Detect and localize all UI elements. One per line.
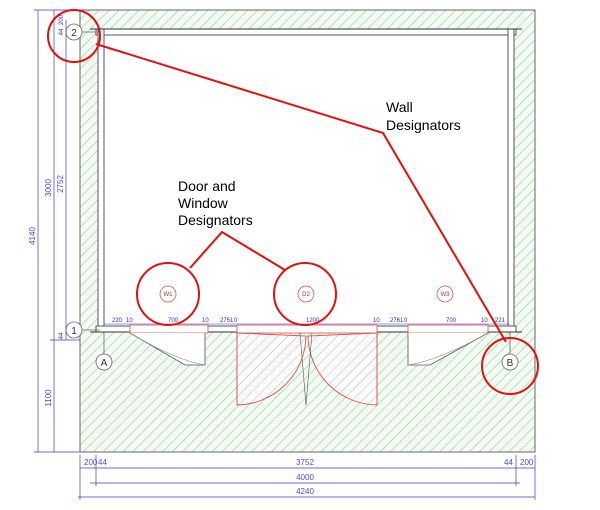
wall-seg-8: 10 [373,318,380,324]
designator-w3-label: W3 [441,292,451,298]
wall-right [507,28,515,333]
left-dimensions [34,9,80,453]
axis-bubble-b [501,353,519,371]
designator-w1-circle [159,285,177,303]
callout-circle-axis-2 [47,9,101,63]
dim-bottom-right: 44 [504,458,513,467]
wall-top [95,28,517,36]
bottom-dimensions [78,455,536,500]
dim-bottom-4000: 4000 [296,473,314,482]
wall-seg-5: 2751 [220,318,234,324]
dim-bottom-4240: 4240 [296,487,314,496]
callout-circle-axis-b [481,337,539,395]
axis-label-a: A [101,358,108,369]
dim-left-upper: 3000 [44,179,53,197]
dw-callout-line1: Door and [178,178,236,194]
axis-label-1: 1 [71,326,77,337]
site-slab [79,9,536,453]
wall-seg-2: 10 [126,318,133,324]
dw-callout-line3: Designators [178,212,253,228]
designator-markers: W1 D2 W3 [159,285,454,303]
openings [129,324,489,334]
designator-w3-circle [436,285,454,303]
window-w1-swing [129,332,206,366]
dim-left-lower: 1100 [44,389,53,407]
wall-seg-10: 0 [404,318,408,324]
dim-bottom-mid: 3752 [296,458,314,467]
wall-callout-line2: Designators [386,117,461,133]
wall-seg-4: 10 [202,318,209,324]
wall-seg-12: 10 [481,318,488,324]
dim-left-top-small2: 200 [59,14,65,25]
callout-annotations [47,9,539,395]
axis-bubble-a [95,353,113,371]
dim-left-mid-small: 44 [59,332,65,339]
grid-axes: 2 1 A B [65,23,519,371]
designator-d2-circle [297,285,315,303]
dw-leader-line [189,230,286,271]
dim-left-inner: 2752 [56,175,65,193]
wall-seg-11: 700 [446,318,457,324]
wall-callout-line1: Wall [386,99,413,115]
wall-seg-13: 221 [495,318,506,324]
callout-circle-d2 [273,262,337,326]
dim-bottom-right2: 200 [520,458,534,467]
wall-seg-1: 220 [112,318,123,324]
designator-w1-label: W1 [164,292,174,298]
window-w3-swing [407,332,489,366]
axis-label-b: B [507,358,514,369]
dw-callout-line2: Window [178,195,229,211]
callout-circle-w1 [136,262,200,326]
wall-seg-6: 0 [234,318,238,324]
wall-seg-9: 2761 [390,318,404,324]
dim-bottom-left: 200 [84,458,98,467]
wall-leader-line [95,43,507,343]
dim-bottom-left2: 44 [98,458,107,467]
dim-left-total: 4140 [28,227,37,245]
axis-label-2: 2 [71,28,77,39]
designator-d2-label: D2 [302,292,310,298]
wall-left [97,28,105,333]
wall-seg-7: 1200 [306,318,320,324]
wall-seg-3: 700 [168,318,179,324]
door-d2-swing [236,332,378,406]
dim-left-top-small: 44 [59,28,65,35]
